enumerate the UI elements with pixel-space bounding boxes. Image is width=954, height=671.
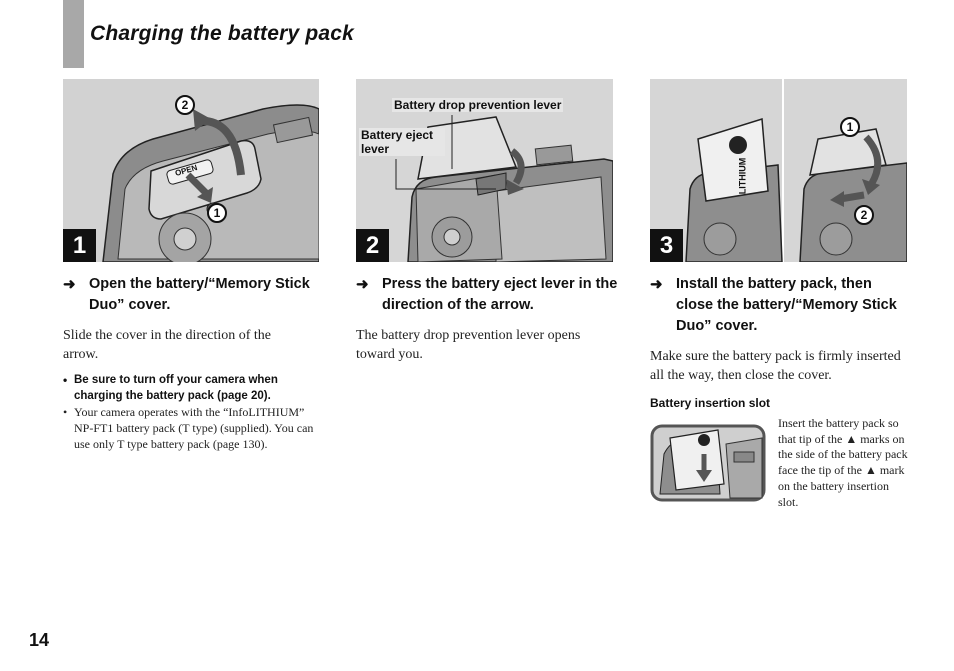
step2-instruction: ➜ Press the battery eject lever in the d… [356,276,618,313]
right-arrow-icon: ➜ [650,276,663,293]
right-arrow-icon: ➜ [356,276,369,293]
slot-heading: Battery insertion slot [650,396,771,410]
step1-notes: Be sure to turn off your camera when cha… [63,372,325,452]
page-title: Charging the battery pack [90,22,355,45]
note-regular: Your camera operates with the “InfoLITHI… [63,404,325,452]
step3-illustration: LITHIUM 1 2 3 [650,79,907,262]
battery-label: LITHIUM [737,157,748,195]
step1-illustration: OPEN 2 1 1 [63,79,319,262]
step2-illustration: Battery drop prevention lever Battery ej… [356,79,613,262]
step-number-3: 3 [650,229,683,262]
step2-body: The battery drop prevention lever opens … [356,328,581,362]
drop-lever-label: Battery drop prevention lever [392,98,564,112]
section-tab [63,0,84,68]
step-number-1: 1 [63,229,96,262]
step1-instruction: ➜ Open the battery/“Memory Stick Duo” co… [63,276,310,313]
callout-circle-1: 1 [207,203,227,223]
camera-battery-install-drawing [650,79,907,262]
callout-circle-2: 2 [175,95,195,115]
right-arrow-icon: ➜ [63,276,76,293]
callout-circle-2: 2 [854,205,874,225]
note-bold: Be sure to turn off your camera when cha… [63,372,325,404]
callout-circle-1: 1 [840,117,860,137]
step3-instruction: ➜ Install the battery pack, then close t… [650,276,897,334]
slot-note: Insert the battery pack so that tip of t… [778,416,908,509]
step3-body: Make sure the battery pack is firmly ins… [650,349,901,383]
step1-body: Slide the cover in the direction of the … [63,328,271,362]
battery-slot-illustration [650,424,766,502]
step-number-2: 2 [356,229,389,262]
page-number: 14 [29,630,50,650]
battery-slot-drawing [650,424,766,502]
eject-lever-label: Battery eject lever [359,128,445,156]
